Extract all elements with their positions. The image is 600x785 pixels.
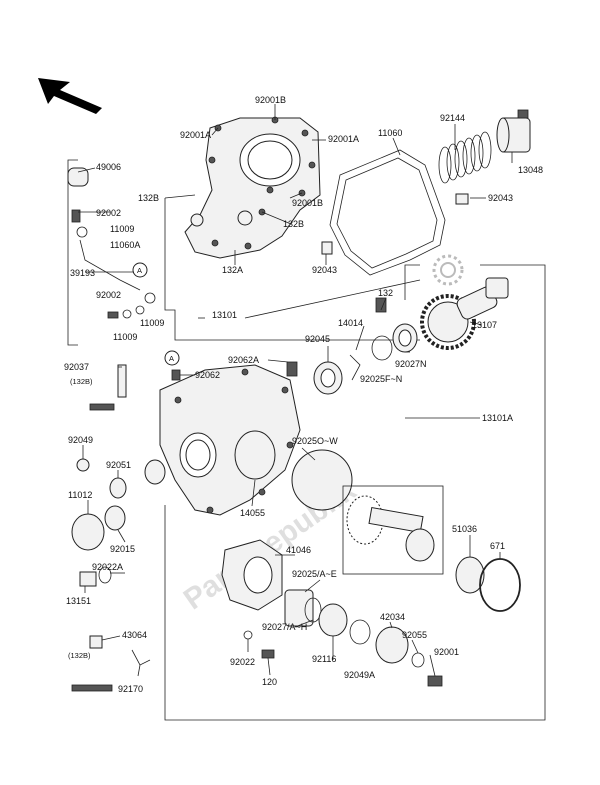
part-label: 49006	[96, 162, 121, 172]
part-label: 11060	[378, 128, 402, 138]
part-label: 92055	[402, 630, 427, 640]
part-label: 11009	[110, 224, 134, 234]
part-label: 92062A	[228, 355, 259, 365]
part-label: 13101A	[482, 413, 513, 423]
part-label: 11060A	[110, 240, 140, 250]
part-label: 11009	[113, 332, 137, 342]
part-label: 671	[490, 541, 505, 551]
part-label: 132B	[283, 219, 304, 229]
ring-gear	[420, 254, 509, 350]
part-labels: 92001B 92001A 92001A 11060 92144 49006 1…	[64, 95, 543, 694]
part-label: 92025/A~E	[292, 569, 337, 579]
part-label: 92002	[96, 290, 121, 300]
part-label: 92170	[118, 684, 143, 694]
o-ring	[479, 558, 521, 612]
part-label: 120	[262, 677, 277, 687]
part-label: 92027/A~H	[262, 622, 307, 632]
part-label: 92025F~N	[360, 374, 402, 384]
callout-marker-a: A	[164, 350, 180, 366]
part-label: 92116	[312, 654, 336, 664]
part-label: 14055	[240, 508, 265, 518]
part-label: 92049	[68, 435, 93, 445]
part-label: 13151	[66, 596, 91, 606]
final-gear-case	[159, 361, 301, 516]
part-label: 92144	[440, 113, 465, 123]
pinion-inset-frame	[342, 485, 444, 575]
bearing-housing	[221, 539, 443, 687]
dowel-pin	[321, 241, 333, 255]
part-label: 92051	[106, 460, 131, 470]
part-label: 92025O~W	[292, 436, 338, 446]
part-label: 92015	[110, 544, 135, 554]
breather-assembly	[67, 167, 156, 319]
part-label: 92001	[434, 647, 459, 657]
part-label: 42034	[380, 612, 405, 622]
gasket	[329, 149, 446, 276]
gear-case-cover	[184, 116, 321, 259]
svg-text:A: A	[137, 266, 142, 275]
left-side-parts	[71, 364, 166, 692]
part-label: 11012	[68, 490, 92, 500]
part-label: 92022	[230, 657, 255, 667]
part-label: 13101	[212, 310, 237, 320]
part-label: 132B	[138, 193, 159, 203]
callout-marker-a: A	[132, 262, 148, 278]
dowel-pin	[455, 193, 469, 205]
part-label: 43064	[122, 630, 147, 640]
part-label: 132A	[222, 265, 243, 275]
front-direction-arrow-icon	[38, 78, 102, 114]
part-label: 92001A	[180, 130, 211, 140]
part-label: 13048	[518, 165, 543, 175]
leader-lines	[77, 104, 513, 677]
part-label: 13107	[472, 320, 497, 330]
part-label: 92043	[312, 265, 337, 275]
part-label: 92045	[305, 334, 330, 344]
part-label: 92037	[64, 362, 89, 372]
part-label: 51036	[452, 524, 477, 534]
part-label: 92001A	[328, 134, 359, 144]
part-label: 92001B	[292, 198, 323, 208]
part-label: 92001B	[255, 95, 286, 105]
part-label: 92027N	[395, 359, 427, 369]
part-label: 92002	[96, 208, 121, 218]
part-label: 41046	[286, 545, 311, 555]
group-frame-lines	[67, 159, 546, 721]
part-label: 92022A	[92, 562, 123, 572]
part-label: 39193	[70, 268, 95, 278]
part-label: 92049A	[344, 670, 375, 680]
part-label: 132	[378, 288, 393, 298]
part-label: (132B)	[68, 651, 91, 660]
part-label: 92043	[488, 193, 513, 203]
spring	[438, 131, 492, 184]
svg-text:A: A	[169, 354, 174, 363]
oil-seal-cover	[291, 449, 353, 511]
cam-follower	[496, 109, 531, 153]
part-label: 11009	[140, 318, 164, 328]
part-label: 92062	[195, 370, 220, 380]
part-label: 14014	[338, 318, 363, 328]
part-label: (132B)	[70, 377, 93, 386]
